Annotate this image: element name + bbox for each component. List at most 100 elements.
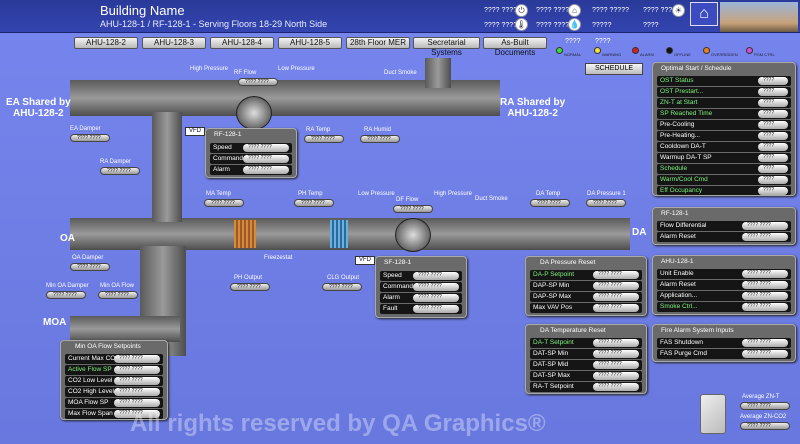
return-fan-icon[interactable] (236, 96, 272, 130)
row-value[interactable]: ???? (758, 110, 788, 118)
row-value[interactable]: ???? ???? (413, 294, 459, 302)
row-value[interactable]: ???? (758, 77, 788, 85)
row-label: DAP-SP Max (533, 293, 572, 300)
row-value[interactable]: ???? ???? (742, 233, 788, 241)
row-label: DAP-SP Min (533, 282, 570, 289)
min-oa-damper-value[interactable]: ???? ???? (46, 291, 86, 299)
da-temp-value[interactable]: ???? ???? (530, 199, 570, 207)
row-value[interactable]: ???? (758, 132, 788, 140)
row-value[interactable]: ???? (758, 154, 788, 162)
setpoint-row: CO2 Low Level???? ???? (65, 376, 163, 386)
fire-row: FAS Shutdown???? ???? (657, 338, 791, 348)
row-value[interactable]: ???? ???? (742, 339, 788, 347)
supply-fan-icon[interactable] (395, 218, 431, 252)
home-icon[interactable]: ⌂ (690, 2, 718, 26)
nav-ahu-128-2[interactable]: AHU-128-2 (74, 37, 138, 49)
row-value[interactable]: ???? (758, 165, 788, 173)
ea-damper-value[interactable]: ???? ???? (70, 134, 110, 142)
row-label: Unit Enable (660, 270, 694, 277)
row-value[interactable]: ???? ???? (593, 271, 639, 279)
row-value[interactable]: ???? (758, 88, 788, 96)
nav-ahu-128-4[interactable]: AHU-128-4 (210, 37, 274, 49)
duct-smoke-label: Duct Smoke (384, 70, 417, 76)
row-value[interactable]: ???? ???? (742, 270, 788, 278)
row-value[interactable]: ???? ???? (114, 388, 160, 396)
clg-output-value[interactable]: ???? ???? (322, 283, 362, 291)
row-value[interactable]: ???? ???? (114, 399, 160, 407)
home-small-icon[interactable]: ⌂ (568, 4, 581, 17)
row-value[interactable]: ???? ???? (114, 355, 160, 363)
opt-row: SP Reached Time???? (657, 109, 791, 119)
row-value[interactable]: ???? ???? (413, 305, 459, 313)
nav-ahu-128-3[interactable]: AHU-128-3 (142, 37, 206, 49)
supply-duct (70, 218, 630, 250)
df-flow-value[interactable]: ???? ???? (393, 205, 433, 213)
row-value[interactable]: ???? ???? (114, 410, 160, 418)
row-label: DAT-SP Max (533, 372, 570, 379)
row-value[interactable]: ???? (758, 187, 788, 195)
row-label: Max VAV Pos (533, 304, 573, 311)
row-value[interactable]: ???? ???? (243, 155, 289, 163)
header-value: ???? ????? (536, 22, 573, 29)
row-value[interactable]: ???? ???? (593, 383, 639, 391)
rf-flow-value[interactable]: ???? ???? (238, 78, 278, 86)
row-label: DA-P Setpoint (533, 271, 575, 278)
row-value[interactable]: ???? ???? (742, 350, 788, 358)
row-value[interactable]: ???? ???? (742, 222, 788, 230)
row-value[interactable]: ???? ???? (593, 282, 639, 290)
average-zn-t-value[interactable]: ???? ???? (740, 402, 790, 410)
row-value[interactable]: ???? ???? (593, 361, 639, 369)
legend-dot-offline (666, 47, 673, 54)
low-pressure-label: Low Pressure (278, 66, 315, 72)
header-value: ???? (565, 38, 581, 45)
min-oa-flow-value[interactable]: ???? ???? (98, 291, 138, 299)
row-value[interactable]: ???? ???? (593, 350, 639, 358)
nav-28th-floor-mer[interactable]: 28th Floor MER (346, 37, 410, 49)
legend-dot-warning (594, 47, 601, 54)
row-value[interactable]: ???? (758, 99, 788, 107)
row-value[interactable]: ???? ???? (742, 292, 788, 300)
ma-temp-value[interactable]: ???? ???? (204, 199, 244, 207)
row-value[interactable]: ???? ???? (114, 377, 160, 385)
ra-temp-value[interactable]: ???? ???? (304, 135, 344, 143)
schedule-button[interactable]: SCHEDULE (585, 63, 643, 75)
row-value[interactable]: ???? ???? (593, 372, 639, 380)
da-pressure-value[interactable]: ???? ???? (586, 199, 626, 207)
row-label: Command (213, 155, 243, 162)
power-icon[interactable]: ⏻ (515, 4, 528, 17)
ph-temp-value[interactable]: ???? ???? (294, 199, 334, 207)
row-value[interactable]: ???? ???? (413, 283, 459, 291)
ahu-panel: AHU-128-1 Unit Enable???? ???? Alarm Res… (652, 255, 796, 315)
nav-secretarial-systems[interactable]: Secretarial Systems (413, 37, 480, 57)
rf-right-panel: RF-128-1 Flow Differential???? ???? Alar… (652, 207, 796, 245)
row-value[interactable]: ???? ???? (243, 166, 289, 174)
row-label: Application... (660, 292, 698, 299)
dap-row: DAP-SP Max ???? ???? (530, 292, 642, 302)
ra-damper-value[interactable]: ???? ???? (100, 167, 140, 175)
opt-row: Cooldown DA-T???? (657, 142, 791, 152)
rf-row-command: Command???? ???? (210, 154, 292, 164)
row-value[interactable]: ???? ???? (413, 272, 459, 280)
row-value[interactable]: ???? (758, 143, 788, 151)
ahu-row: Alarm Reset???? ???? (657, 280, 791, 290)
ra-humid-value[interactable]: ???? ???? (360, 135, 400, 143)
row-value[interactable]: ???? ???? (243, 144, 289, 152)
row-value[interactable]: ???? ???? (114, 366, 160, 374)
row-value[interactable]: ???? (758, 121, 788, 129)
row-value[interactable]: ???? ???? (742, 281, 788, 289)
row-value[interactable]: ???? (758, 176, 788, 184)
row-value[interactable]: ???? ???? (593, 339, 639, 347)
row-value[interactable]: ???? ???? (593, 304, 639, 312)
cooling-coil-icon (330, 220, 348, 248)
oa-damper-value[interactable]: ???? ???? (70, 263, 110, 271)
row-label: Speed (213, 144, 232, 151)
dat-row: DAT-SP Max ???? ???? (530, 371, 642, 381)
row-value[interactable]: ???? ???? (593, 293, 639, 301)
nav-as-built-documents[interactable]: As-Built Documents (483, 37, 547, 57)
row-value[interactable]: ???? ???? (742, 303, 788, 311)
thermostat-icon[interactable] (700, 394, 726, 434)
average-zn-co2-value[interactable]: ???? ???? (740, 422, 790, 430)
dat-row: DAT-SP Mid???? ???? (530, 360, 642, 370)
nav-ahu-128-5[interactable]: AHU-128-5 (278, 37, 342, 49)
ph-output-value[interactable]: ???? ???? (230, 283, 270, 291)
